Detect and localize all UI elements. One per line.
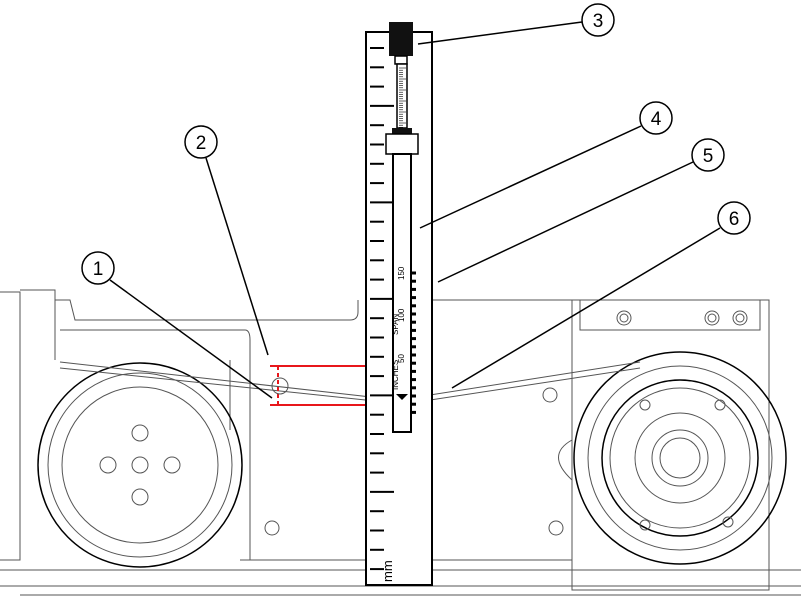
deflection-marks	[270, 365, 366, 406]
ruler-unit-label: mm	[380, 560, 395, 582]
callout-3: 3	[581, 3, 615, 37]
leader-lines	[109, 21, 721, 399]
gauge-scale-150: 150	[397, 266, 406, 280]
gauge-inches-label: INCHES	[391, 360, 400, 390]
gauge-scale-50: 50	[397, 354, 406, 363]
callout-6: 6	[717, 201, 751, 235]
gauge-knob	[389, 22, 413, 56]
gauge-scale-ticks	[410, 271, 416, 414]
svg-text:6: 6	[729, 209, 740, 230]
gauge-span-label: SPAN	[391, 314, 400, 335]
belt	[59, 361, 641, 405]
svg-text:4: 4	[651, 109, 662, 130]
svg-text:2: 2	[196, 133, 207, 154]
gauge-scale-100: 100	[397, 308, 406, 322]
tension-gauge: 150 100 50 SPAN INCHES	[385, 22, 419, 433]
left-pulley	[37, 362, 243, 568]
svg-text:1: 1	[93, 259, 104, 280]
callout-2: 2	[184, 125, 218, 159]
ruler-ticks	[370, 47, 394, 571]
callout-1: 1	[81, 251, 115, 285]
callout-4: 4	[639, 101, 673, 135]
right-pulley	[558, 351, 787, 565]
svg-text:3: 3	[593, 11, 604, 32]
callout-5: 5	[691, 138, 725, 172]
svg-text:5: 5	[703, 146, 714, 167]
